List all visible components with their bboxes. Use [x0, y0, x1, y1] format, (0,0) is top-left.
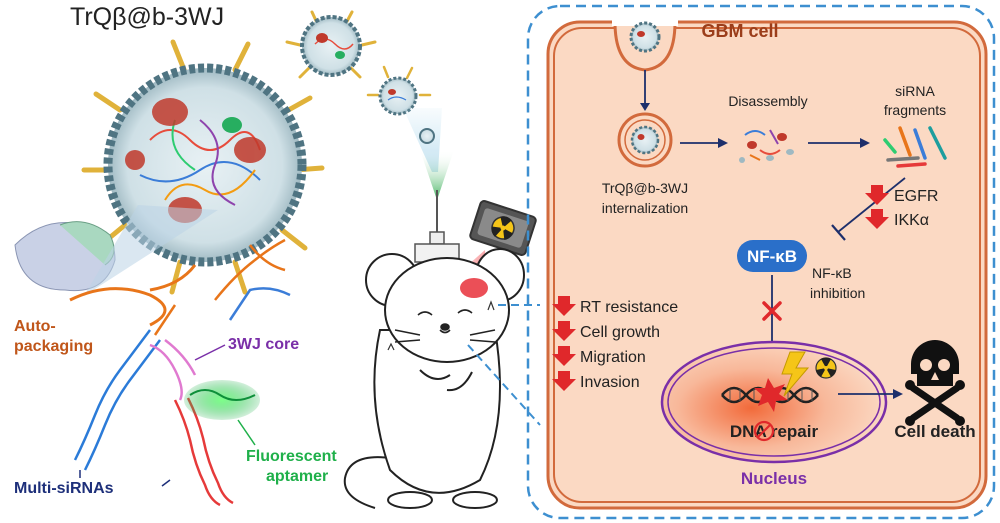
down-arrow-icon — [552, 371, 576, 391]
aptamer-leader-line — [237, 419, 256, 446]
sirna-helix-red — [173, 397, 234, 507]
sirna-label-1: siRNA — [895, 83, 935, 99]
sparkle-marks — [387, 300, 495, 351]
label-auto-packaging-2: packaging — [14, 338, 93, 355]
core-leader-line — [194, 344, 226, 361]
effect-label: Migration — [580, 349, 646, 366]
packaging-strand — [153, 304, 177, 336]
down-arrow-icon — [552, 346, 576, 366]
prohibited-icon — [753, 420, 775, 442]
endosome — [617, 112, 673, 168]
gbm-cell-inner-membrane — [553, 27, 981, 503]
vlp-small-2 — [366, 65, 432, 116]
effect-item: RT resistance — [552, 296, 678, 316]
nfkb-inhibition-label-1: NF-κB — [812, 265, 852, 281]
disassembly-label: Disassembly — [728, 93, 807, 109]
skull-icon — [905, 340, 965, 426]
endocytosis-pocket — [612, 16, 678, 72]
target-ikka-label: IKKα — [894, 212, 929, 229]
label-multi-sirnas: Multi-siRNAs — [14, 480, 114, 497]
injection-needle — [414, 190, 460, 263]
injection-beam — [403, 108, 454, 200]
nfkb-inhibition-label-2: inhibition — [810, 285, 865, 301]
sirna-leader-line-2 — [161, 479, 171, 487]
inhibit-icon — [831, 224, 846, 241]
blocked-x-icon — [762, 301, 782, 321]
down-arrow-icon — [865, 209, 889, 229]
vlp-small-1 — [285, 10, 377, 79]
sirna-fragments — [883, 126, 947, 168]
radiation-icon — [815, 357, 837, 379]
mouse-illustration — [343, 248, 525, 509]
tumor-site — [460, 278, 488, 298]
zoom-connector-bottom — [467, 344, 541, 426]
nfkb-label: NF-κB — [747, 247, 797, 266]
down-arrow-icon — [552, 296, 576, 316]
cell-death-label: Cell death — [894, 422, 975, 441]
target-egfr: EGFR — [865, 185, 938, 205]
packaging-rna — [69, 264, 197, 327]
sirna-helix-blue — [73, 329, 162, 471]
internalization-label-1: TrQβ@b-3WJ — [602, 180, 688, 196]
dna-repair-label: DNA repair — [730, 422, 819, 441]
target-ikka: IKKα — [865, 209, 929, 229]
label-auto-packaging-1: Auto- — [14, 318, 56, 335]
effects-list: RT resistance Cell growth Migration Inva… — [552, 296, 678, 391]
nucleus-label: Nucleus — [741, 469, 807, 488]
effect-label: Cell growth — [580, 324, 660, 341]
label-3wj-core: 3WJ core — [228, 336, 299, 353]
internalization-label-2: internalization — [602, 200, 688, 216]
effect-item: Invasion — [552, 371, 640, 391]
target-egfr-label: EGFR — [894, 188, 938, 205]
inhibition-line — [837, 177, 906, 233]
fluorescent-aptamer-structure — [184, 380, 260, 420]
label-fluorescent-2: aptamer — [266, 468, 328, 485]
effect-item: Migration — [552, 346, 646, 366]
effect-label: RT resistance — [580, 299, 678, 316]
3wj-structure — [214, 238, 291, 321]
figure-title: TrQβ@b-3WJ — [70, 3, 224, 31]
effect-label: Invasion — [580, 374, 640, 391]
nfkb-badge — [737, 240, 807, 272]
lightning-icon — [781, 351, 810, 397]
dna-damage-burst — [754, 378, 788, 412]
sirna-label-2: fragments — [884, 102, 946, 118]
label-fluorescent-1: Fluorescent — [246, 448, 337, 465]
disassembled-fragments — [739, 129, 794, 163]
down-arrow-icon — [865, 185, 889, 205]
zoom-cone — [84, 205, 218, 296]
mouse-face — [394, 309, 496, 343]
effect-item: Cell growth — [552, 321, 660, 341]
3wj-core-structure — [149, 339, 197, 401]
zoom-panel-border — [526, 4, 996, 520]
gbm-cell-title: GBM cell — [701, 21, 778, 41]
down-arrow-icon — [552, 321, 576, 341]
